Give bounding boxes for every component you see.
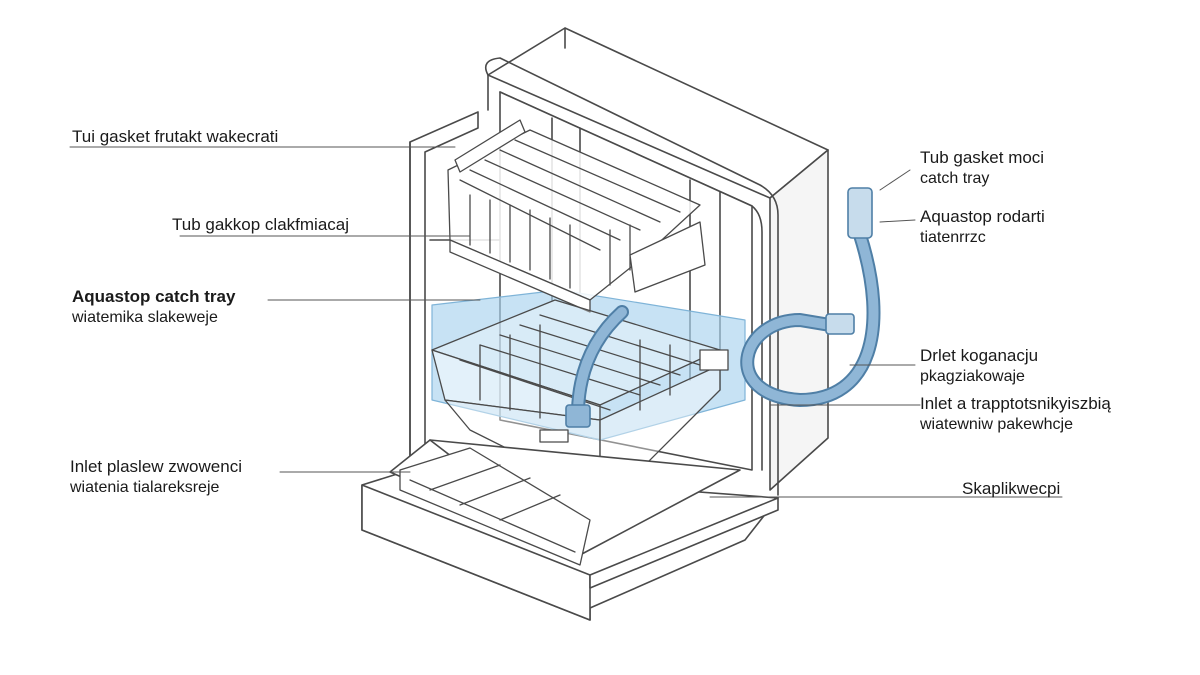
- leader-lines: [69, 146, 1063, 498]
- label-line: Tui gasket frutakt wakecrati: [72, 127, 279, 146]
- label-line: Inlet plaslew zwowenci: [70, 457, 242, 476]
- label-aquastop-rodarti: Aquastop rodarti tiatenrrzc: [920, 206, 1045, 248]
- label-line: Skaplikwecpi: [962, 479, 1061, 498]
- label-line: Tub gasket moci: [920, 148, 1045, 167]
- internal-hose: [565, 305, 629, 428]
- label-inlet-trapptotsnikyiszbia: Inlet a trapptotsnikyiszbią wiatewniw pa…: [920, 393, 1111, 435]
- label-tub-gasket-right: Tub gasket moci catch tray: [920, 147, 1044, 189]
- label-inlet-plaslew: Inlet plaslew zwowenci wiatenia tialarek…: [70, 456, 242, 498]
- label-line: Inlet a trapptotsnikyiszbią: [920, 394, 1111, 413]
- label-line: Aquastop catch tray: [72, 287, 236, 306]
- label-tub-gasket-left: Tui gasket frutakt wakecrati: [72, 126, 278, 147]
- label-drlet-koganaciju: Drlet koganacju pkagziakowaje: [920, 345, 1038, 387]
- upper-rack: [447, 119, 706, 313]
- label-line: wiatewniw pakewhcje: [920, 416, 1073, 433]
- label-aquastop-catch-tray: Aquastop catch tray wiatemika slakeweje: [72, 286, 235, 328]
- label-line: tiatenrrzc: [920, 229, 986, 246]
- label-line: Drlet koganacju: [920, 346, 1039, 365]
- label-skaplikwecpi: Skaplikwecpi: [962, 478, 1060, 499]
- label-line: wiatenia tialareksreje: [70, 479, 220, 496]
- cutlery-tray: [399, 447, 591, 566]
- label-line: wiatemika slakeweje: [72, 309, 218, 326]
- label-line: catch tray: [920, 170, 990, 187]
- inlet-hose: [740, 187, 881, 407]
- label-line: Aquastop rodarti: [920, 207, 1045, 226]
- label-line: Tub gakkop clakfmiacaj: [172, 215, 350, 234]
- label-tub-gakkop: Tub gakkop clakfmiacaj: [172, 214, 349, 235]
- label-line: pkagziakowaje: [920, 368, 1025, 385]
- lower-basket: [431, 299, 729, 481]
